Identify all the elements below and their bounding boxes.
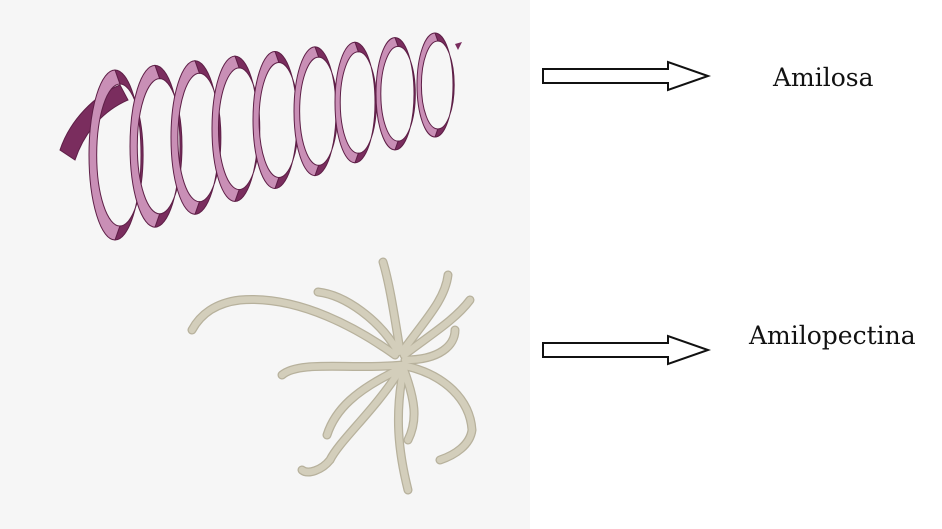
right-arrow-icon <box>543 336 708 364</box>
amylose-helix-illustration <box>60 33 462 240</box>
helix-ribbon-back <box>355 42 376 163</box>
helix-ribbon-front <box>130 65 160 227</box>
helix-ribbon-front <box>376 38 398 150</box>
helix-ribbon-front <box>335 42 358 163</box>
helix-ribbon-front <box>294 47 319 176</box>
helix-ribbon-back <box>395 38 415 150</box>
helix-ribbon-front <box>171 61 199 215</box>
helix-ribbon-front <box>417 33 438 137</box>
right-arrow-icon <box>543 62 708 90</box>
helix-ribbon-back <box>315 47 338 176</box>
helix-ribbon-front <box>253 52 279 189</box>
helix-ribbon-back <box>435 33 454 137</box>
helix-tip <box>455 42 462 50</box>
amylose-label: Amilosa <box>773 63 874 92</box>
amylopectin-label: Amilopectina <box>749 321 916 350</box>
amylopectin-branched-illustration <box>192 262 472 490</box>
